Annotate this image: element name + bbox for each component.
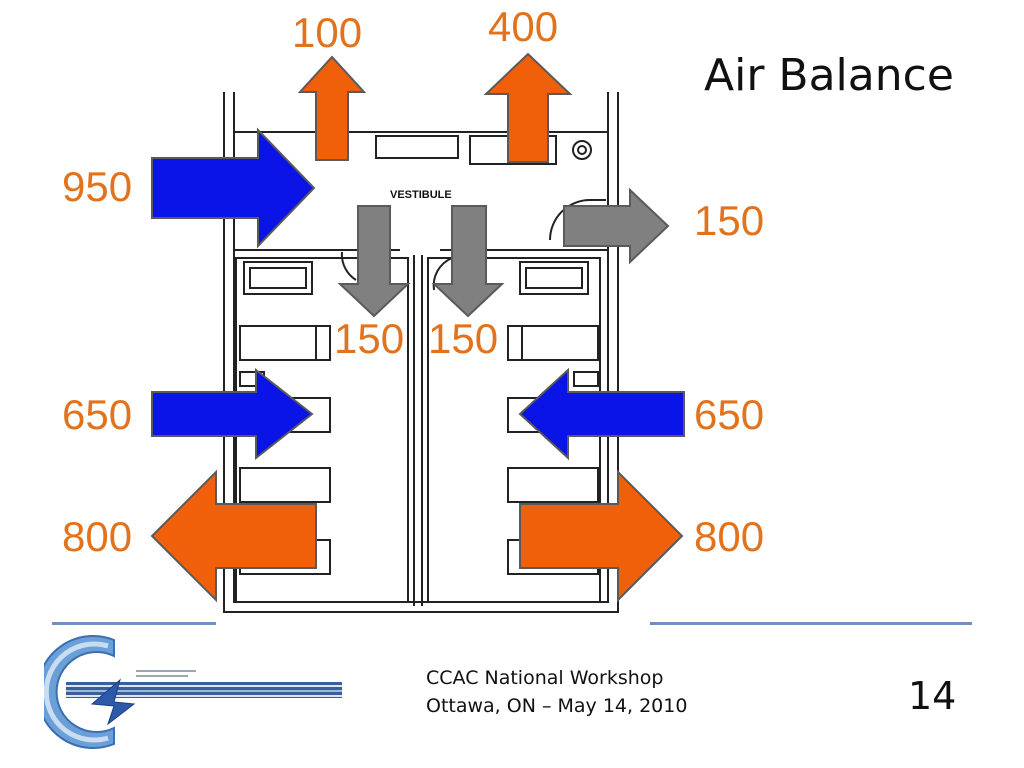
airflow-label-exhaust-room-right: 800 [694,513,765,560]
transfer-arrow-down-right [431,205,505,318]
exhaust-arrow-room-right [519,469,684,603]
airflow-label-exhaust-top-right: 400 [488,3,559,50]
airflow-label-transfer-left: 150 [334,315,405,362]
exhaust-arrow-up-left [297,55,367,161]
exhaust-arrow-room-left [150,469,317,603]
ccac-logo-icon [44,635,342,749]
transfer-arrow-down-left [337,205,411,318]
transfer-arrow-vestibule-out [563,187,670,265]
airflow-label-supply-room-left: 650 [62,391,133,438]
footer-rule-right [650,622,972,625]
airflow-label-supply-vestibule: 950 [62,163,133,210]
vestibule-label: VESTIBULE [390,189,452,201]
airflow-label-exhaust-vestibule: 150 [694,197,765,244]
airflow-label-exhaust-top-left: 100 [292,9,363,56]
footer-line-1: CCAC National Workshop [426,667,664,689]
airflow-label-supply-room-right: 650 [694,391,765,438]
page-number: 14 [908,674,957,718]
supply-arrow-vestibule [151,127,316,249]
exhaust-arrow-up-right [483,52,573,163]
building-walls [223,92,619,613]
footer-rule-left [52,622,216,625]
footer-line-2: Ottawa, ON – May 14, 2010 [426,695,688,717]
footer-text: CCAC National Workshop Ottawa, ON – May … [426,664,687,720]
slide-title: Air Balance [704,50,954,101]
supply-arrow-room-left [151,367,314,461]
airflow-label-transfer-right: 150 [428,315,499,362]
airflow-label-exhaust-room-left: 800 [62,513,133,560]
supply-arrow-room-right [518,367,685,461]
